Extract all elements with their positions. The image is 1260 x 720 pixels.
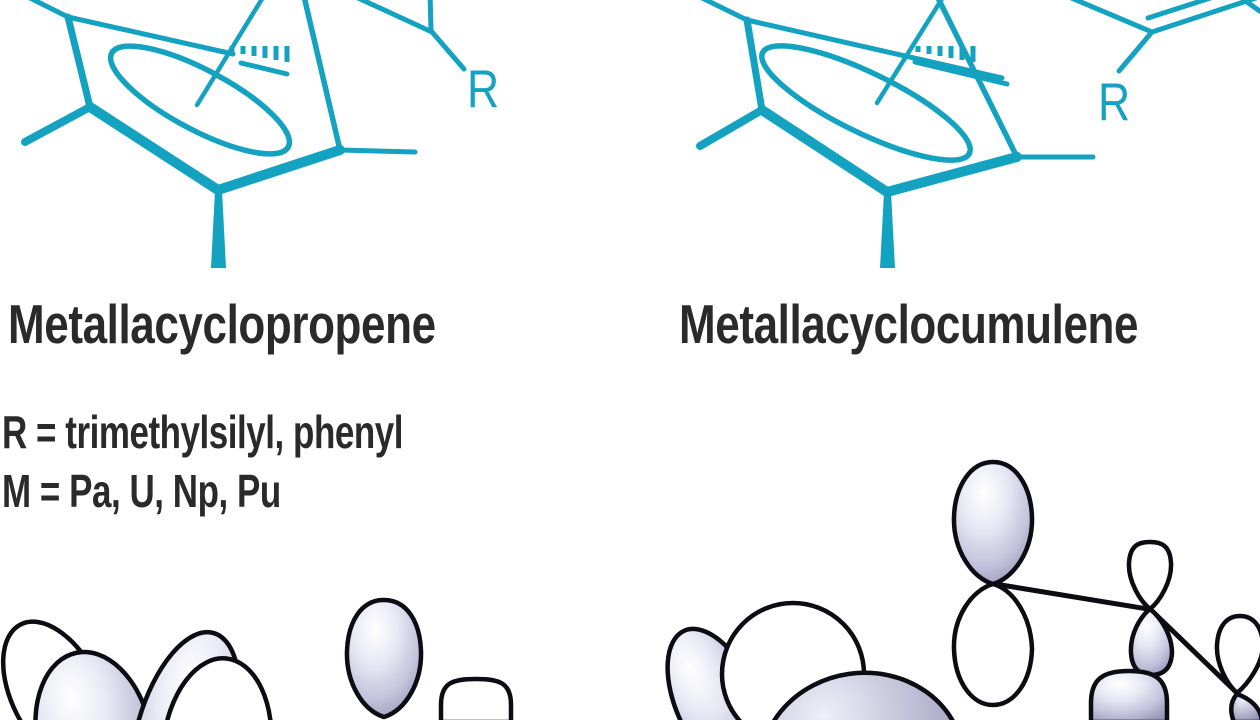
orbital-lobe-filled <box>757 670 967 720</box>
cp-ring-right <box>696 0 1096 268</box>
metallacyclopropene-structure <box>21 0 467 268</box>
cp-ring-left <box>21 0 418 268</box>
cp-ring-ellipse-right <box>759 43 973 163</box>
metallacycle-bonds-left <box>356 0 467 72</box>
orbital-lobe-filled <box>951 459 1035 587</box>
hashed-wedge-bond-right <box>915 46 976 62</box>
orbital-lobe-filled <box>1229 691 1260 720</box>
r-definition-text: R = trimethylsilyl, phenyl <box>2 406 403 458</box>
metallacyclocumulene-structure <box>696 0 1260 268</box>
structure-name-right: Metallacyclocumulene <box>679 293 1139 355</box>
m-definition-text: M = Pa, U, Np, Pu <box>2 465 281 517</box>
orbital-lobe-filled <box>1128 606 1175 678</box>
hashed-wedge-bond-left <box>229 46 290 62</box>
cumulene-bonds-right <box>1069 0 1260 74</box>
orbital-lobe-empty <box>438 676 514 720</box>
methyl-wedge-right <box>880 192 895 268</box>
orbital-lobe-filled <box>1088 668 1170 720</box>
methyl-wedge-left <box>211 190 226 268</box>
substituent-label-right: R <box>1098 73 1131 132</box>
orbital-lobe-filled <box>344 597 424 720</box>
orbital-lobe-filled <box>33 649 155 720</box>
orbital-lobe-empty <box>160 656 274 720</box>
structure-name-left: Metallacyclopropene <box>8 293 436 355</box>
metallacyclocumulene-orbitals <box>665 459 1260 720</box>
orbital-lobe-empty <box>1126 539 1174 612</box>
substituent-label-left: R <box>467 60 500 119</box>
orbital-connector-line <box>994 581 1149 612</box>
orbital-lobe-empty <box>951 581 1035 708</box>
metallacyclopropene-orbitals <box>0 597 514 720</box>
metal-centroid-bond-right <box>874 0 944 106</box>
